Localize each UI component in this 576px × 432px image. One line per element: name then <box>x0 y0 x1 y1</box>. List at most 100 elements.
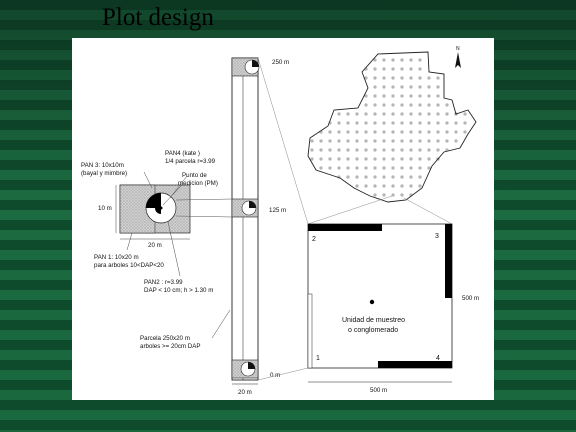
map-sampling-marker <box>418 94 422 98</box>
map-sampling-marker <box>409 139 413 143</box>
map-sampling-marker <box>391 121 395 125</box>
map-sampling-marker <box>418 148 422 152</box>
map-sampling-marker <box>337 112 341 116</box>
map-sampling-marker <box>364 184 368 188</box>
map-sampling-marker <box>346 121 350 125</box>
map-sampling-marker <box>418 166 422 170</box>
map-sampling-marker <box>319 148 323 152</box>
map-sampling-marker <box>400 148 404 152</box>
map-sampling-marker <box>409 76 413 80</box>
map-sampling-marker <box>400 58 404 62</box>
map-sampling-marker <box>418 121 422 125</box>
map-sampling-marker <box>391 112 395 116</box>
map-sampling-marker <box>445 112 449 116</box>
map-sampling-marker <box>364 157 368 161</box>
subplot-mid-quadrant <box>249 201 256 208</box>
map-sampling-marker <box>436 112 440 116</box>
connector-map-left <box>307 195 393 225</box>
map-sampling-marker <box>454 121 458 125</box>
map-sampling-marker <box>382 184 386 188</box>
map-sampling-marker <box>436 94 440 98</box>
map-sampling-marker <box>346 157 350 161</box>
map-sampling-marker <box>418 58 422 62</box>
map-sampling-marker <box>373 166 377 170</box>
map-sampling-marker <box>382 193 386 197</box>
map-sampling-marker <box>391 193 395 197</box>
map-sampling-marker <box>436 85 440 89</box>
map-sampling-marker <box>409 148 413 152</box>
map-sampling-marker <box>364 76 368 80</box>
map-sampling-marker <box>409 166 413 170</box>
subplot-detail <box>115 171 233 339</box>
map-sampling-marker <box>391 175 395 179</box>
pm-point <box>159 206 163 210</box>
map-sampling-marker <box>409 175 413 179</box>
map-sampling-marker <box>436 157 440 161</box>
cluster-center-point <box>369 299 375 305</box>
cluster-plot-2 <box>308 224 382 231</box>
map-sampling-marker <box>382 112 386 116</box>
map-sampling-marker <box>427 166 431 170</box>
map-sampling-marker <box>400 130 404 134</box>
connector-map-right <box>403 197 453 225</box>
map-sampling-marker <box>409 121 413 125</box>
diagram-panel: 250 m 125 m 0 m 20 m PAN4 (kate ) 1/4 pa… <box>72 38 494 400</box>
map-sampling-marker <box>355 184 359 188</box>
map-sampling-marker <box>391 139 395 143</box>
map-sampling-marker <box>391 94 395 98</box>
map-sampling-marker <box>373 85 377 89</box>
map-sampling-marker <box>409 130 413 134</box>
map-sampling-marker <box>400 193 404 197</box>
map-sampling-marker <box>454 139 458 143</box>
map-sampling-marker <box>382 157 386 161</box>
map-sampling-marker <box>454 112 458 116</box>
cluster-plot-4 <box>378 361 452 368</box>
map-sampling-marker <box>400 67 404 71</box>
map-sampling-marker <box>355 130 359 134</box>
map-sampling-marker <box>391 157 395 161</box>
long-plot <box>231 57 260 385</box>
cluster-center-label-2: o conglomerado <box>348 327 398 334</box>
map-sampling-marker <box>355 166 359 170</box>
map-sampling-marker <box>445 103 449 107</box>
label-20m-width: 20 m <box>238 389 252 396</box>
map-sampling-marker <box>418 76 422 80</box>
map-sampling-marker <box>373 193 377 197</box>
map-sampling-marker <box>364 175 368 179</box>
map-sampling-marker <box>355 112 359 116</box>
label-pm-2: medicion (PM) <box>178 180 218 187</box>
map-sampling-marker <box>445 148 449 152</box>
map-sampling-marker <box>400 166 404 170</box>
map-sampling-marker <box>337 166 341 170</box>
cluster-center-label-1: Unidad de muestreo <box>342 317 405 324</box>
country-map: N <box>307 46 477 203</box>
map-sampling-marker <box>436 139 440 143</box>
map-sampling-marker <box>427 130 431 134</box>
map-sampling-marker <box>427 103 431 107</box>
map-sampling-marker <box>400 139 404 143</box>
map-sampling-marker <box>382 121 386 125</box>
map-sampling-marker <box>391 58 395 62</box>
map-sampling-marker <box>337 148 341 152</box>
label-pan4-1: PAN4 (kate ) <box>165 150 200 157</box>
map-sampling-marker <box>373 184 377 188</box>
map-sampling-marker <box>391 184 395 188</box>
map-sampling-dots <box>310 58 467 197</box>
pointer-pan3 <box>143 171 153 189</box>
map-sampling-marker <box>355 139 359 143</box>
map-sampling-marker <box>436 121 440 125</box>
map-sampling-marker <box>418 130 422 134</box>
map-sampling-marker <box>373 148 377 152</box>
map-sampling-marker <box>400 157 404 161</box>
map-sampling-marker <box>373 112 377 116</box>
map-sampling-marker <box>364 166 368 170</box>
map-sampling-marker <box>364 130 368 134</box>
map-sampling-marker <box>391 166 395 170</box>
label-pan3-2: (bayal y mimbre) <box>81 170 127 177</box>
map-sampling-marker <box>382 85 386 89</box>
map-sampling-marker <box>382 58 386 62</box>
cluster-plot-3 <box>445 224 452 298</box>
map-sampling-marker <box>319 157 323 161</box>
map-sampling-marker <box>373 139 377 143</box>
map-sampling-marker <box>346 130 350 134</box>
